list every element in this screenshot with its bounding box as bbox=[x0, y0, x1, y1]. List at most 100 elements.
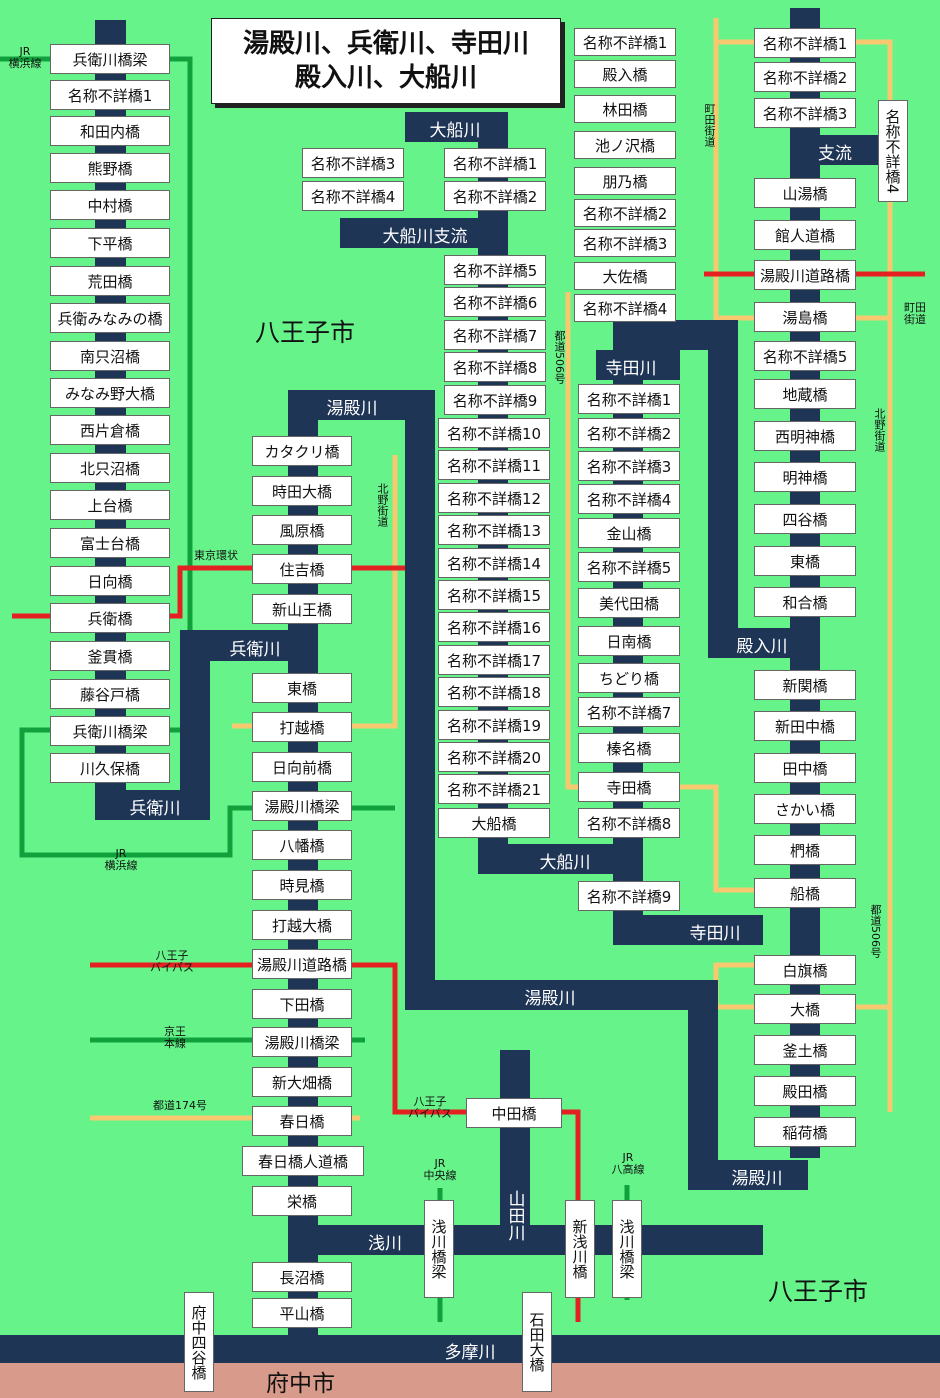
bridge-tonoiri-22: 釜土橋 bbox=[754, 1035, 856, 1065]
note-jr-yokohama-bottom: JR 横浜線 bbox=[104, 847, 138, 872]
bridge-hyoe-13: 富士台橋 bbox=[50, 528, 170, 558]
bridge-hyoe-6: 荒田橋 bbox=[50, 266, 170, 296]
fuchu-area bbox=[0, 1362, 940, 1398]
city-hachioji: 八王子市 bbox=[255, 318, 356, 347]
bridge-yudono-11: 打越大橋 bbox=[252, 910, 352, 940]
title-line1: 湯殿川、兵衛川、寺田川 bbox=[242, 29, 529, 59]
bridge-obune-pair-1: 名称不詳橋1 bbox=[444, 148, 546, 178]
note-machida-kaido1: 町田街道 bbox=[703, 103, 716, 147]
bridge-obune-8: 名称不詳橋13 bbox=[438, 515, 550, 545]
bridge-yudono-19: 長沼橋 bbox=[252, 1262, 352, 1292]
bridge-tonoiri-vertical: 名称不詳橋4 bbox=[878, 100, 908, 202]
note-hachioji-bypass-west: 八王子 バイパス bbox=[150, 949, 194, 974]
bridge-terada-4: 金山橋 bbox=[578, 518, 680, 548]
bridge-col4-0: 名称不詳橋1 bbox=[574, 28, 676, 56]
bridge-col4-3: 池ノ沢橋 bbox=[574, 131, 676, 159]
river-hyoe-lower: 兵衛川 bbox=[129, 798, 181, 819]
note-jr-yokohama-top: JR 横浜線 bbox=[8, 45, 42, 70]
bridge-obune-3: 名称不詳橋8 bbox=[444, 352, 546, 382]
bridge-tonoiri-10: 明神橋 bbox=[754, 462, 856, 492]
note-tokyo-kanjo: 東京環状 bbox=[194, 549, 238, 562]
bridge-obune-pair-2: 名称不詳橋4 bbox=[302, 181, 404, 211]
tama-river bbox=[0, 1335, 940, 1363]
bridge-col4-1: 殿入橋 bbox=[574, 60, 676, 88]
bridge-tonoiri-0: 名称不詳橋1 bbox=[754, 28, 856, 58]
bridge-col4-5: 名称不詳橋2 bbox=[574, 199, 676, 227]
jr-yokohama-line bbox=[0, 56, 395, 858]
bridge-yudono-20: 平山橋 bbox=[252, 1298, 352, 1328]
bridge-yudono-12: 湯殿川道路橋 bbox=[252, 949, 352, 979]
bridge-terada-7: 日南橋 bbox=[578, 626, 680, 656]
bridge-tonoiri-14: 新関橋 bbox=[754, 670, 856, 700]
bridge-yudono-9: 八幡橋 bbox=[252, 830, 352, 860]
bridge-obune-12: 名称不詳橋17 bbox=[438, 645, 550, 675]
bridge-hyoe-16: 釜貫橋 bbox=[50, 641, 170, 671]
bridge-obune-10: 名称不詳橋15 bbox=[438, 580, 550, 610]
bridge-terada-13: 名称不詳橋9 bbox=[578, 881, 680, 911]
bridge-nakata: 中田橋 bbox=[466, 1098, 562, 1128]
bridge-yudono-8: 湯殿川橋梁 bbox=[252, 791, 352, 821]
bridge-obune-pair-0: 名称不詳橋3 bbox=[302, 148, 404, 178]
bridge-tonoiri-3: 山湯橋 bbox=[754, 178, 856, 208]
river-shiryu: 支流 bbox=[818, 143, 852, 164]
bridge-asakawa-kyoryo-2: 浅川橋梁 bbox=[612, 1200, 642, 1298]
bridge-hyoe-12: 上台橋 bbox=[50, 490, 170, 520]
bridge-yudono-13: 下田橋 bbox=[252, 989, 352, 1019]
bridge-hyoe-18: 兵衛川橋梁 bbox=[50, 716, 170, 746]
bridge-col4-6: 名称不詳橋3 bbox=[574, 229, 676, 257]
bridge-tonoiri-9: 西明神橋 bbox=[754, 421, 856, 451]
bridge-col4-2: 林田橋 bbox=[574, 95, 676, 123]
bridge-obune-11: 名称不詳橋16 bbox=[438, 612, 550, 642]
bridge-yudono-2: 風原橋 bbox=[252, 515, 352, 545]
note-todo506-b: 都道506号 bbox=[869, 904, 882, 958]
bridge-obune-6: 名称不詳橋11 bbox=[438, 450, 550, 480]
bridge-yudono-18: 栄橋 bbox=[252, 1186, 352, 1216]
bridge-obune-16: 名称不詳橋21 bbox=[438, 774, 550, 804]
river-terada-lower: 寺田川 bbox=[689, 923, 741, 944]
bridge-yudono-4: 新山王橋 bbox=[252, 594, 352, 624]
bridge-tonoiri-24: 稲荷橋 bbox=[754, 1117, 856, 1147]
bridge-yudono-17: 春日橋人道橋 bbox=[242, 1146, 364, 1176]
bridge-obune-13: 名称不詳橋18 bbox=[438, 677, 550, 707]
bridge-ishida: 石田大橋 bbox=[522, 1292, 552, 1392]
bridge-yudono-6: 打越橋 bbox=[252, 712, 352, 742]
bridge-obune-4: 名称不詳橋9 bbox=[444, 385, 546, 415]
bridge-col4-7: 大佐橋 bbox=[574, 262, 676, 290]
bridge-yudono-16: 春日橋 bbox=[252, 1106, 352, 1136]
bridge-obune-5: 名称不詳橋10 bbox=[438, 418, 550, 448]
note-hachioji-bypass-south: 八王子 バイパス bbox=[408, 1095, 452, 1120]
bridge-hyoe-11: 北只沼橋 bbox=[50, 453, 170, 483]
bridge-asakawa-kyoryo-1: 浅川橋梁 bbox=[424, 1200, 454, 1298]
note-kitano-kaido-east: 北野街道 bbox=[873, 408, 886, 452]
bridge-yudono-0: カタクリ橋 bbox=[252, 436, 352, 466]
note-machida-kaido2: 町田 街道 bbox=[904, 301, 926, 326]
river-terada: 寺田川 bbox=[605, 358, 657, 379]
bridge-obune-0: 名称不詳橋5 bbox=[444, 255, 546, 285]
bridge-hyoe-9: みなみ野大橋 bbox=[50, 378, 170, 408]
river-yudono-mid: 湯殿川 bbox=[524, 988, 576, 1009]
bridge-yudono-1: 時田大橋 bbox=[252, 476, 352, 506]
bridge-terada-5: 名称不詳橋5 bbox=[578, 552, 680, 582]
note-keio: 京王 本線 bbox=[164, 1025, 186, 1050]
river-tama: 多摩川 bbox=[444, 1342, 496, 1363]
bridge-yudono-15: 新大畑橋 bbox=[252, 1067, 352, 1097]
bridge-hyoe-17: 藤谷戸橋 bbox=[50, 679, 170, 709]
bridge-tonoiri-1: 名称不詳橋2 bbox=[754, 62, 856, 92]
bridge-terada-0: 名称不詳橋1 bbox=[578, 384, 680, 414]
bridge-tonoiri-7: 名称不詳橋5 bbox=[754, 341, 856, 371]
bridge-yudono-14: 湯殿川橋梁 bbox=[252, 1027, 352, 1057]
map-title: 湯殿川、兵衛川、寺田川 殿入川、大船川 bbox=[211, 18, 561, 104]
bridge-terada-2: 名称不詳橋3 bbox=[578, 451, 680, 481]
bridge-tonoiri-23: 殿田橋 bbox=[754, 1076, 856, 1106]
title-line2: 殿入川、大船川 bbox=[294, 63, 477, 93]
todo-506-a bbox=[565, 292, 770, 893]
bridge-obune-9: 名称不詳橋14 bbox=[438, 548, 550, 578]
note-jr-chuo: JR 中央線 bbox=[423, 1157, 457, 1182]
bridge-terada-10: 榛名橋 bbox=[578, 733, 680, 763]
bridge-terada-6: 美代田橋 bbox=[578, 588, 680, 618]
bridge-tonoiri-17: さかい橋 bbox=[754, 794, 856, 824]
bridge-col4-8: 名称不詳橋4 bbox=[574, 294, 676, 322]
bridge-tonoiri-4: 館人道橋 bbox=[754, 220, 856, 250]
river-obune: 大船川 bbox=[429, 120, 481, 141]
bridge-terada-9: 名称不詳橋7 bbox=[578, 697, 680, 727]
